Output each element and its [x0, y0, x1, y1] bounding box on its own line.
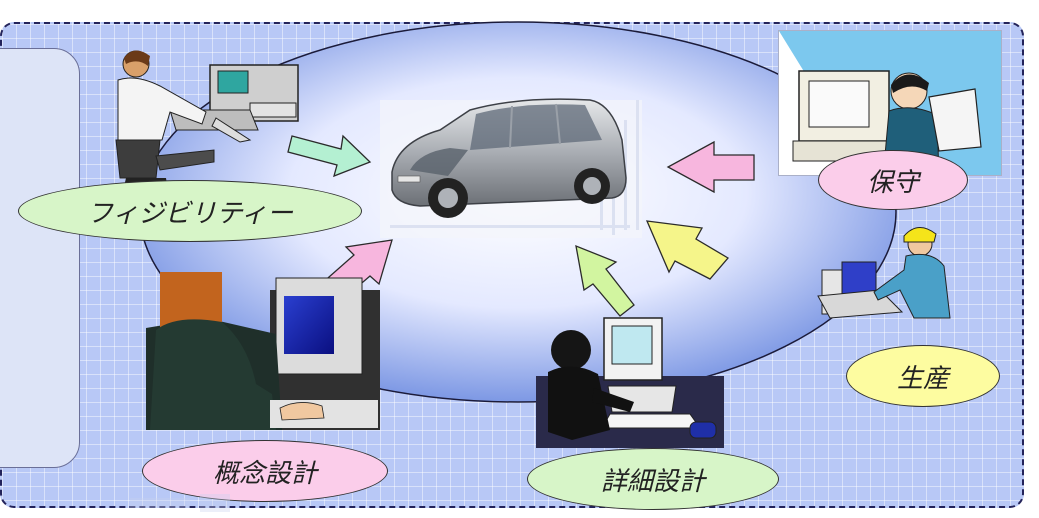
side-text-panel: [0, 48, 80, 468]
arrow-detail-to-car: [575, 244, 635, 317]
businessman-at-computer-icon: [536, 317, 724, 448]
label-concept-design: 概念設計: [142, 440, 388, 502]
label-feasibility: フィジビリティー: [18, 180, 362, 242]
label-detail-design-text: 詳細設計: [600, 466, 705, 497]
arrow-feasibility-to-car: [287, 134, 372, 178]
label-production: 生産: [846, 345, 1000, 407]
label-maintenance-text: 保守: [866, 167, 919, 198]
minivan-car-icon: [380, 98, 642, 238]
label-concept-design-text: 概念設計: [212, 458, 317, 489]
label-production-text: 生産: [896, 363, 949, 394]
label-detail-design: 詳細設計: [527, 448, 779, 510]
label-feasibility-text: フィジビリティー: [87, 198, 293, 229]
arrow-production-to-car: [645, 220, 729, 280]
arrow-maintenance-to-car: [666, 140, 755, 194]
faint-watermark: [130, 494, 230, 512]
silhouette-at-computer-icon: [146, 272, 380, 430]
factory-worker-icon: [817, 227, 951, 319]
label-maintenance: 保守: [818, 150, 968, 210]
